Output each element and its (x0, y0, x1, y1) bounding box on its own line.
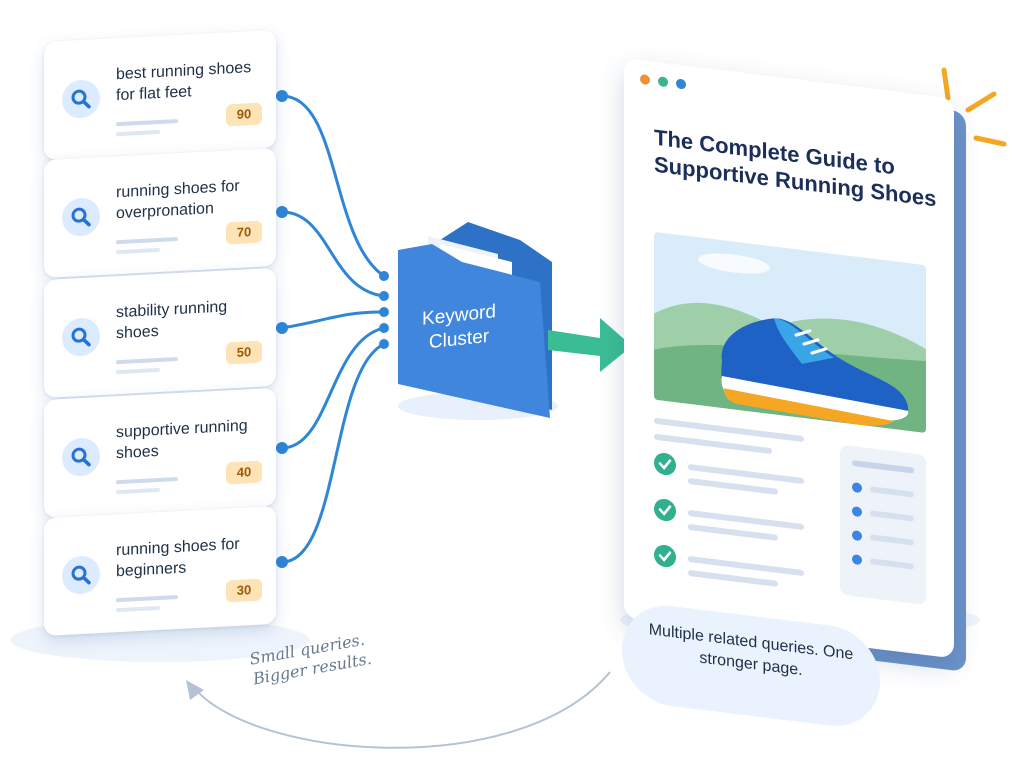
check-circle-icon (654, 543, 676, 569)
search-icon (62, 437, 100, 478)
query-card: running shoes for overpronation 70 (44, 147, 276, 278)
hero-image (654, 231, 926, 434)
search-icon (62, 555, 100, 596)
query-text: best running shoes for flat feet (116, 59, 252, 105)
window-dot-blue (676, 78, 686, 90)
query-text: stability running shoes (116, 298, 228, 343)
check-circle-icon (654, 497, 676, 523)
connector-dots (276, 90, 389, 568)
text-line (688, 523, 778, 541)
connector-3 (281, 310, 385, 330)
placeholder-line (116, 367, 160, 375)
query-score: 30 (226, 578, 262, 603)
connector-5 (281, 342, 385, 564)
search-icon (62, 197, 100, 238)
placeholder-line (116, 247, 160, 255)
query-text: running shoes for overpronation (116, 177, 240, 223)
page-title: The Complete Guide to Supportive Running… (654, 124, 937, 212)
bullet (852, 553, 862, 566)
bullet (852, 529, 862, 542)
landing-page-window: The Complete Guide to Supportive Running… (624, 58, 966, 672)
placeholder-line (116, 476, 178, 485)
connector-lines (281, 94, 385, 564)
query-score: 40 (226, 460, 262, 485)
connector-4 (281, 326, 385, 450)
bullet (852, 481, 862, 494)
window-dot-orange (640, 73, 650, 86)
placeholder-line (116, 129, 160, 137)
query-card: running shoes for beginners 30 (44, 505, 276, 636)
placeholder-line (116, 605, 160, 613)
placeholder-line (116, 118, 178, 127)
text-line (688, 569, 778, 587)
check-circle-icon (654, 451, 676, 477)
bullet (852, 505, 862, 518)
running-shoe-icon (654, 231, 926, 434)
placeholder-line (116, 594, 178, 603)
placeholder-line (116, 236, 178, 245)
placeholder-line (116, 487, 160, 495)
query-card: stability running shoes 50 (44, 267, 276, 398)
sparkle-burst-icon (941, 67, 1007, 147)
query-card: best running shoes for flat feet 90 (44, 29, 276, 160)
text-line (870, 510, 914, 522)
text-line (870, 534, 914, 546)
query-card: supportive running shoes 40 (44, 387, 276, 518)
window-dot-green (658, 76, 668, 88)
search-icon (62, 317, 100, 358)
text-line (688, 477, 778, 495)
query-text: running shoes for beginners (116, 535, 240, 581)
caption-text: Multiple related queries. One stronger p… (648, 621, 854, 680)
curved-arrow-head (186, 680, 204, 700)
text-line (654, 433, 772, 455)
search-icon (62, 79, 100, 120)
placeholder-line (116, 356, 178, 365)
query-score: 90 (226, 102, 262, 127)
text-line (870, 486, 914, 498)
folder-icon (398, 222, 558, 420)
query-score: 50 (226, 340, 262, 365)
text-line (870, 558, 914, 570)
query-score: 70 (226, 220, 262, 245)
text-line (852, 459, 914, 474)
connector-1 (281, 94, 385, 278)
window-face: The Complete Guide to Supportive Running… (624, 58, 954, 659)
connector-2 (281, 210, 385, 298)
query-text: supportive running shoes (116, 417, 248, 463)
page-sidebar (840, 444, 926, 606)
arrow-right-icon (548, 318, 632, 372)
curved-arrow-icon (195, 671, 611, 749)
